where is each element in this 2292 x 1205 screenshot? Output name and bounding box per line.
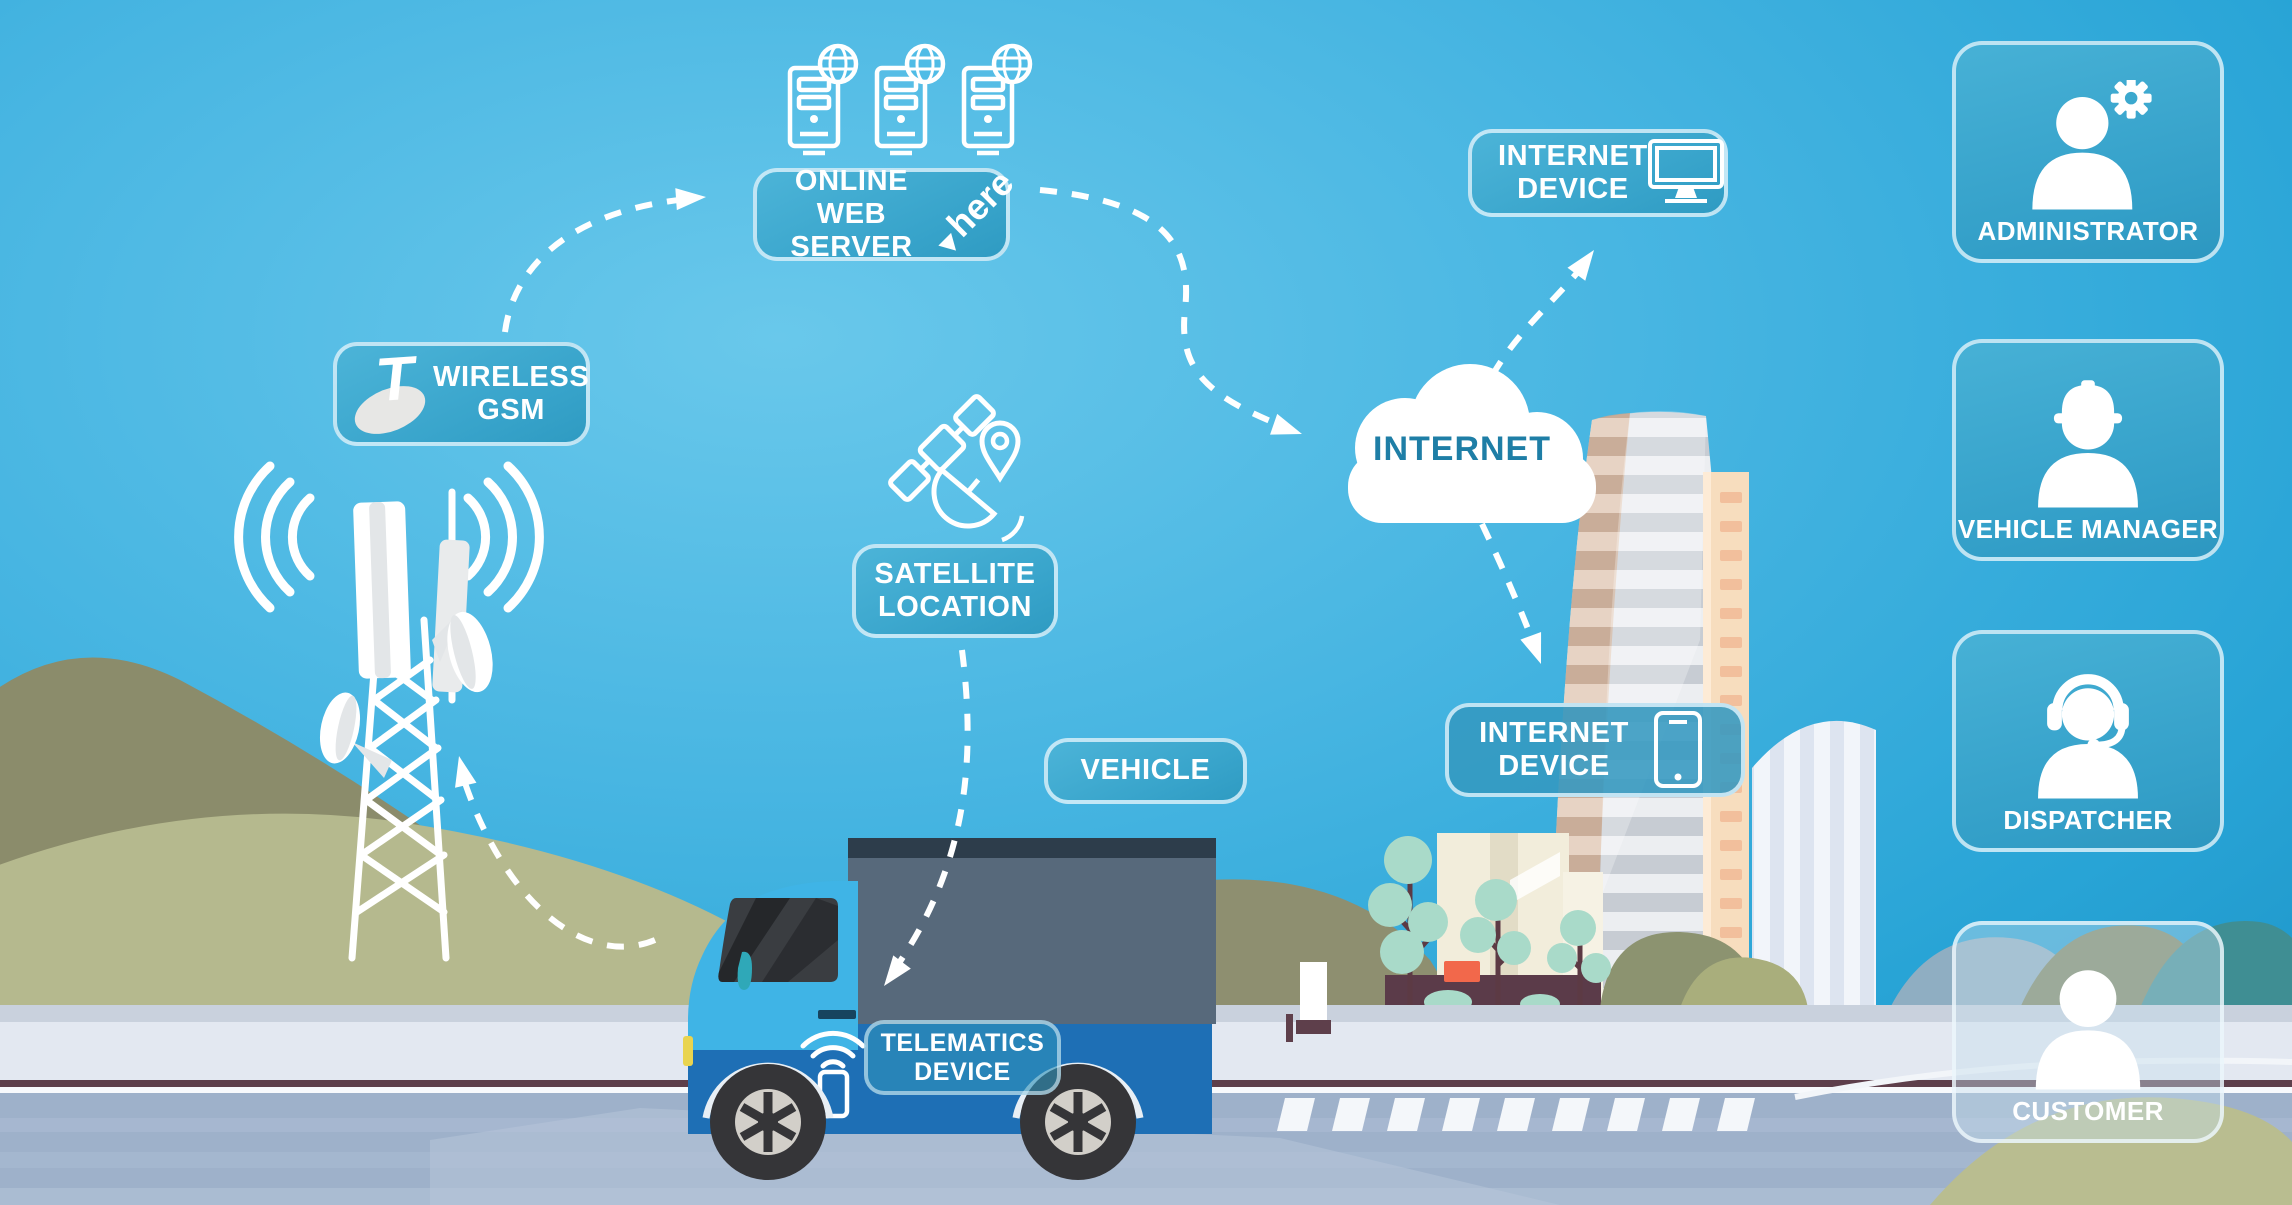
node-satellite-location: SATELLITE LOCATION [852, 544, 1058, 638]
role-label: VEHICLE MANAGER [1957, 514, 2219, 544]
node-vehicle: VEHICLE [1044, 738, 1247, 804]
headset-icon [2047, 674, 2129, 752]
internet-cloud [1348, 364, 1596, 523]
node-label: SATELLITE [874, 557, 1036, 590]
internet-cloud-label: INTERNET [1373, 430, 1551, 468]
gear-icon [2110, 80, 2152, 119]
arrow-satellite-to-telematics [887, 649, 971, 978]
arrow-cloud-to-mobile [1479, 522, 1539, 652]
node-label: WIRELESS [433, 360, 590, 393]
user-headset-icon [2038, 674, 2138, 799]
node-label: INTERNET [1498, 139, 1648, 172]
node-label: GSM [477, 394, 546, 426]
windshield [718, 898, 838, 982]
desktop-monitor-icon [1647, 139, 1726, 207]
sign-post [1286, 962, 1331, 1042]
side-mirror [737, 951, 752, 990]
node-telematics-device: TELEMATICS DEVICE [864, 1020, 1061, 1095]
node-label: SERVER [790, 231, 913, 264]
hardhat-icon [2053, 380, 2123, 424]
arrow-cloud-to-desktop [1489, 260, 1589, 378]
node-label: LOCATION [877, 591, 1033, 623]
telstra-logo: T [347, 344, 433, 444]
node-label: VEHICLE [1080, 754, 1211, 787]
user-gear-icon [2032, 80, 2152, 210]
node-internet-device-desktop: INTERNET DEVICE [1468, 129, 1728, 217]
gsm-tower [234, 461, 544, 962]
role-card-dispatcher: DISPATCHER [1952, 630, 2224, 852]
arrow-server-to-cloud [1039, 187, 1292, 432]
role-label: CUSTOMER [2012, 1096, 2164, 1126]
node-label: ONLINE WEB [794, 164, 909, 230]
cargo-box [848, 858, 1216, 1024]
flow-arrows [461, 187, 1589, 978]
node-online-web-server: ONLINE WEB SERVER [753, 164, 1010, 264]
crosswalk [1277, 1098, 1755, 1131]
node-label: DEVICE [1517, 173, 1629, 205]
node-wireless-gsm: T WIRELESS GSM [333, 342, 590, 446]
wheel [710, 1064, 826, 1180]
node-internet-device-mobile: INTERNET DEVICE [1445, 703, 1745, 797]
role-card-vehicle-manager: VEHICLE MANAGER [1952, 339, 2224, 561]
location-pin-icon [979, 420, 1021, 483]
role-label: DISPATCHER [2003, 805, 2173, 835]
arrow-truck-to-tower [461, 779, 657, 950]
role-card-customer: CUSTOMER [1952, 921, 2224, 1143]
node-label: DEVICE [914, 1057, 1011, 1086]
arrow-heads [455, 188, 1594, 986]
node-label: INTERNET [1479, 716, 1629, 749]
user-hardhat-icon [2038, 380, 2138, 508]
wifi-icon [800, 1030, 866, 1069]
satellite-location-icon [888, 394, 1025, 543]
role-label: ADMINISTRATOR [1977, 216, 2199, 246]
tree [1368, 836, 1611, 1007]
smartphone-icon [1633, 711, 1723, 789]
user-icon [2035, 970, 2141, 1090]
role-card-administrator: ADMINISTRATOR [1952, 41, 2224, 263]
headlight [683, 1036, 693, 1066]
arrow-gsm-to-server [502, 196, 689, 333]
radio-waves-icon [234, 461, 544, 613]
node-label: TELEMATICS [880, 1029, 1045, 1057]
node-label: DEVICE [1498, 750, 1610, 782]
